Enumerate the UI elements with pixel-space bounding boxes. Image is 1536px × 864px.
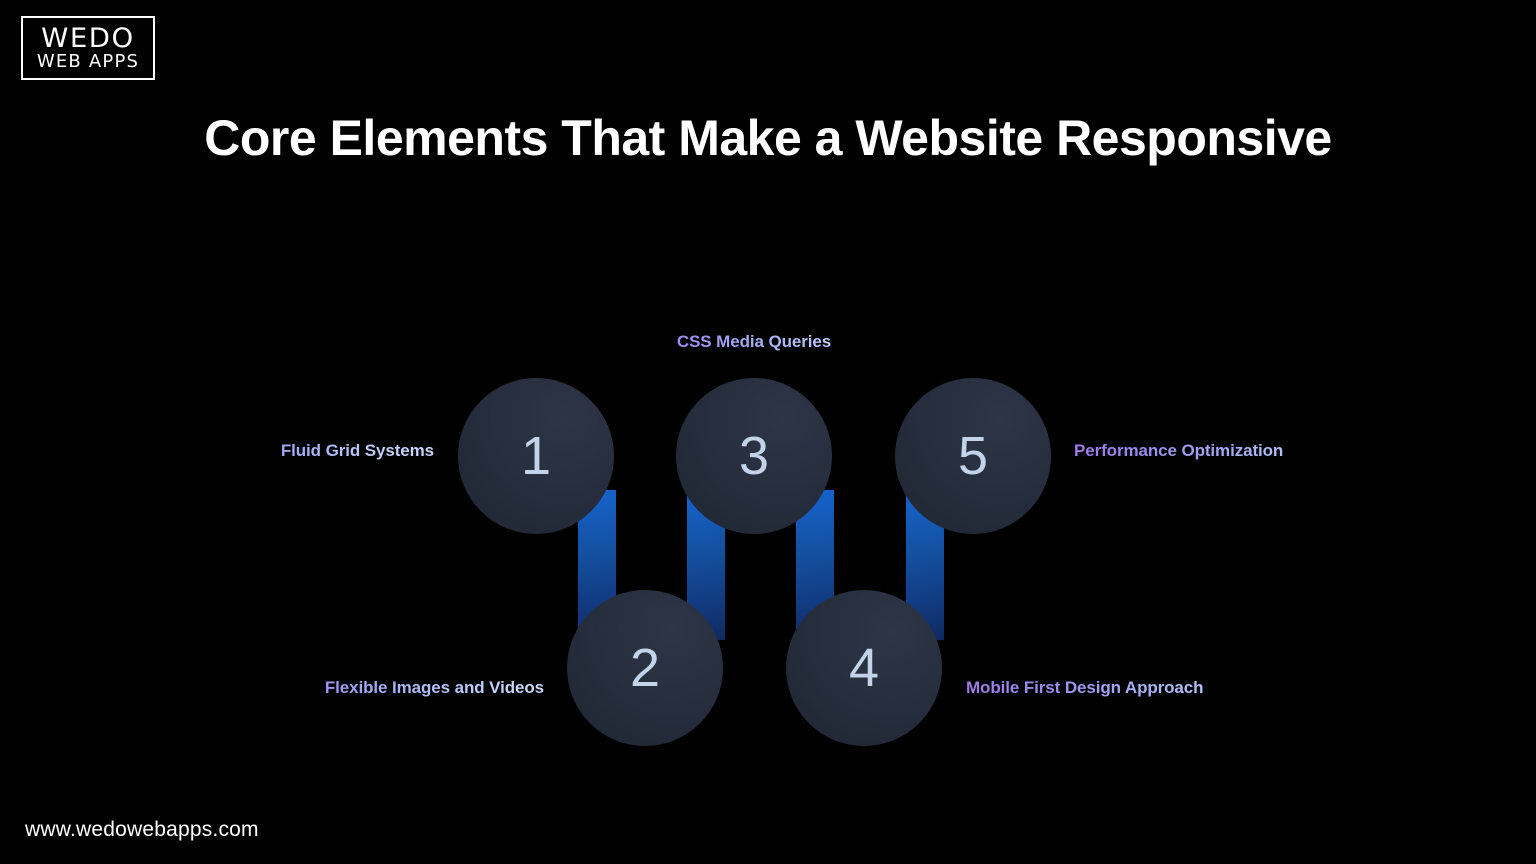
node-number-2: 2 bbox=[629, 638, 661, 698]
node-number-5: 5 bbox=[957, 426, 989, 486]
logo-text-secondary: WEB APPS bbox=[36, 51, 140, 72]
node-circle-1[interactable]: 1 bbox=[458, 378, 614, 534]
node-number-4: 4 bbox=[848, 638, 880, 698]
node-circle-3[interactable]: 3 bbox=[676, 378, 832, 534]
brand-logo[interactable]: WEDO WEB APPS bbox=[21, 16, 155, 80]
node-number-1: 1 bbox=[520, 426, 552, 486]
node-label-1: Fluid Grid Systems bbox=[174, 441, 434, 461]
node-circle-4[interactable]: 4 bbox=[786, 590, 942, 746]
node-label-5: Performance Optimization bbox=[1074, 441, 1394, 461]
node-circle-2[interactable]: 2 bbox=[567, 590, 723, 746]
node-label-2: Flexible Images and Videos bbox=[224, 678, 544, 698]
node-label-3: CSS Media Queries bbox=[614, 332, 894, 352]
node-number-3: 3 bbox=[738, 426, 770, 486]
node-circle-5[interactable]: 5 bbox=[895, 378, 1051, 534]
footer-website-url[interactable]: www.wedowebapps.com bbox=[25, 818, 259, 841]
page-title: Core Elements That Make a Website Respon… bbox=[204, 110, 1332, 166]
logo-text-primary: WEDO bbox=[41, 23, 135, 54]
node-label-4: Mobile First Design Approach bbox=[966, 678, 1306, 698]
